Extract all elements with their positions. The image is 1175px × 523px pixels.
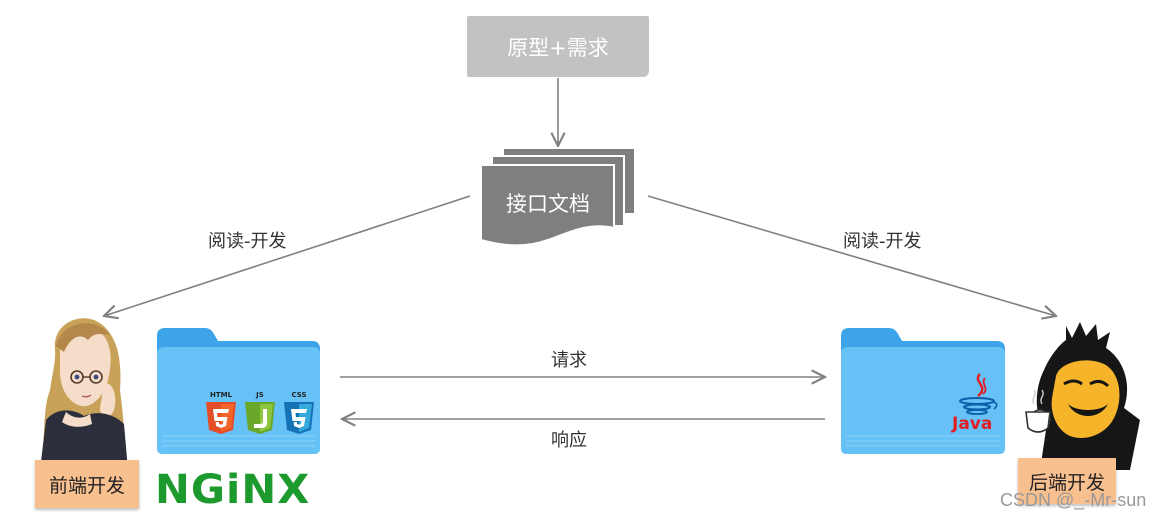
api-doc-label: 接口文档: [506, 192, 590, 216]
css3-logo-text: CSS: [291, 391, 307, 399]
java-cup-icon: [959, 373, 998, 415]
backend-developer-label: 后端开发: [1028, 471, 1105, 494]
frontend-developer-label: 前端开发: [48, 474, 125, 497]
arrow-doc-to-frontend: [104, 195, 471, 316]
frontend-folder-icon: [157, 328, 320, 454]
java-logo-text: Java: [952, 414, 993, 434]
arrow-doc-to-backend: [647, 195, 1056, 316]
backend-developer-badge: 后端开发: [1018, 458, 1116, 504]
csdn-watermark: CSDN @_-Mr-sun: [1000, 490, 1147, 510]
js-icon: [245, 402, 275, 434]
html5-icon: [206, 402, 236, 434]
api-doc-shape: [480, 147, 636, 247]
js-logo-text: JS: [256, 391, 264, 399]
backend-folder-icon: [841, 328, 1005, 454]
frontend-developer-avatar: [40, 318, 128, 470]
html5-logo-text: HTML: [209, 391, 233, 399]
backend-developer-avatar: [1025, 322, 1140, 470]
css3-icon: [284, 402, 314, 434]
read-develop-left-label: 阅读-开发: [208, 231, 287, 252]
request-label: 请求: [551, 350, 587, 371]
nginx-logo: NGiNX: [155, 467, 311, 513]
prototype-requirements-label: 原型+需求: [507, 35, 609, 60]
api-doc-label-wrap: 接口文档: [483, 182, 613, 224]
frontend-developer-badge: 前端开发: [35, 460, 139, 508]
response-label: 响应: [551, 430, 587, 451]
prototype-requirements-box: 原型+需求: [467, 16, 649, 77]
read-develop-right-label: 阅读-开发: [843, 231, 922, 252]
